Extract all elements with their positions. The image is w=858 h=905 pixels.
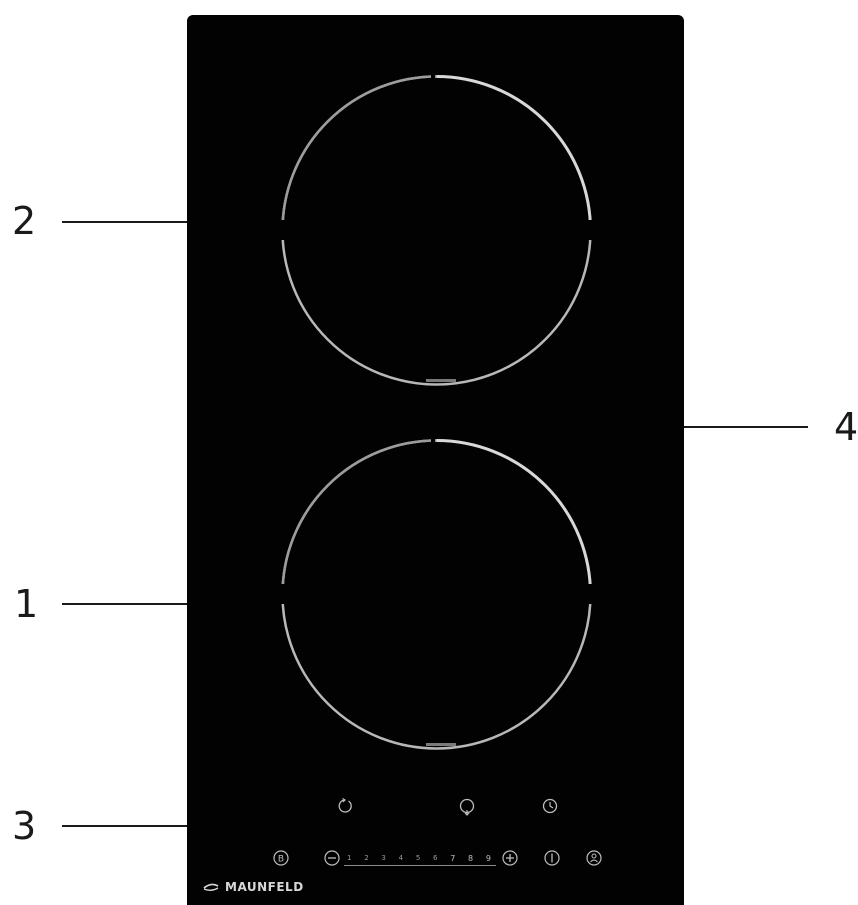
power-level-track: [344, 865, 496, 866]
boost-button[interactable]: B: [272, 849, 290, 867]
power-level-8: 8: [468, 854, 473, 863]
callout-label-1: 1: [14, 585, 38, 623]
circle-arrow-up-icon[interactable]: [336, 797, 354, 815]
callout-line-2: [62, 221, 188, 223]
brand-logo: MAUNFELD: [203, 880, 304, 894]
power-level-5: 5: [416, 854, 420, 862]
power-level-3: 3: [381, 854, 385, 862]
increase-button[interactable]: [501, 849, 519, 867]
rear-cooking-zone: [276, 70, 597, 391]
power-level-7: 7: [450, 854, 455, 863]
power-level-2: 2: [364, 854, 368, 862]
callout-line-3: [62, 825, 188, 827]
power-level-9: 9: [486, 854, 491, 863]
power-level-slider[interactable]: 1 2 3 4 5 6 7 8 9: [347, 851, 491, 865]
power-level-6: 6: [433, 854, 437, 862]
brand-swoosh-icon: [203, 883, 219, 891]
front-cooking-zone: [276, 434, 597, 755]
callout-label-3: 3: [12, 807, 36, 845]
callout-line-4: [684, 426, 808, 428]
callout-label-2: 2: [12, 202, 36, 240]
power-level-1: 1: [347, 854, 351, 862]
power-level-4: 4: [399, 854, 403, 862]
decrease-button[interactable]: [323, 849, 341, 867]
cooktop-glass-panel: B 1 2 3 4 5 6 7 8 9: [187, 15, 684, 905]
brand-name: MAUNFELD: [225, 880, 304, 894]
clock-icon[interactable]: [541, 797, 559, 815]
power-icon[interactable]: [543, 849, 561, 867]
child-lock-icon[interactable]: [585, 849, 603, 867]
callout-label-4: 4: [834, 408, 858, 446]
boost-symbol: B: [278, 854, 284, 864]
circle-arrow-down-icon[interactable]: [458, 797, 476, 817]
callout-line-1: [62, 603, 188, 605]
